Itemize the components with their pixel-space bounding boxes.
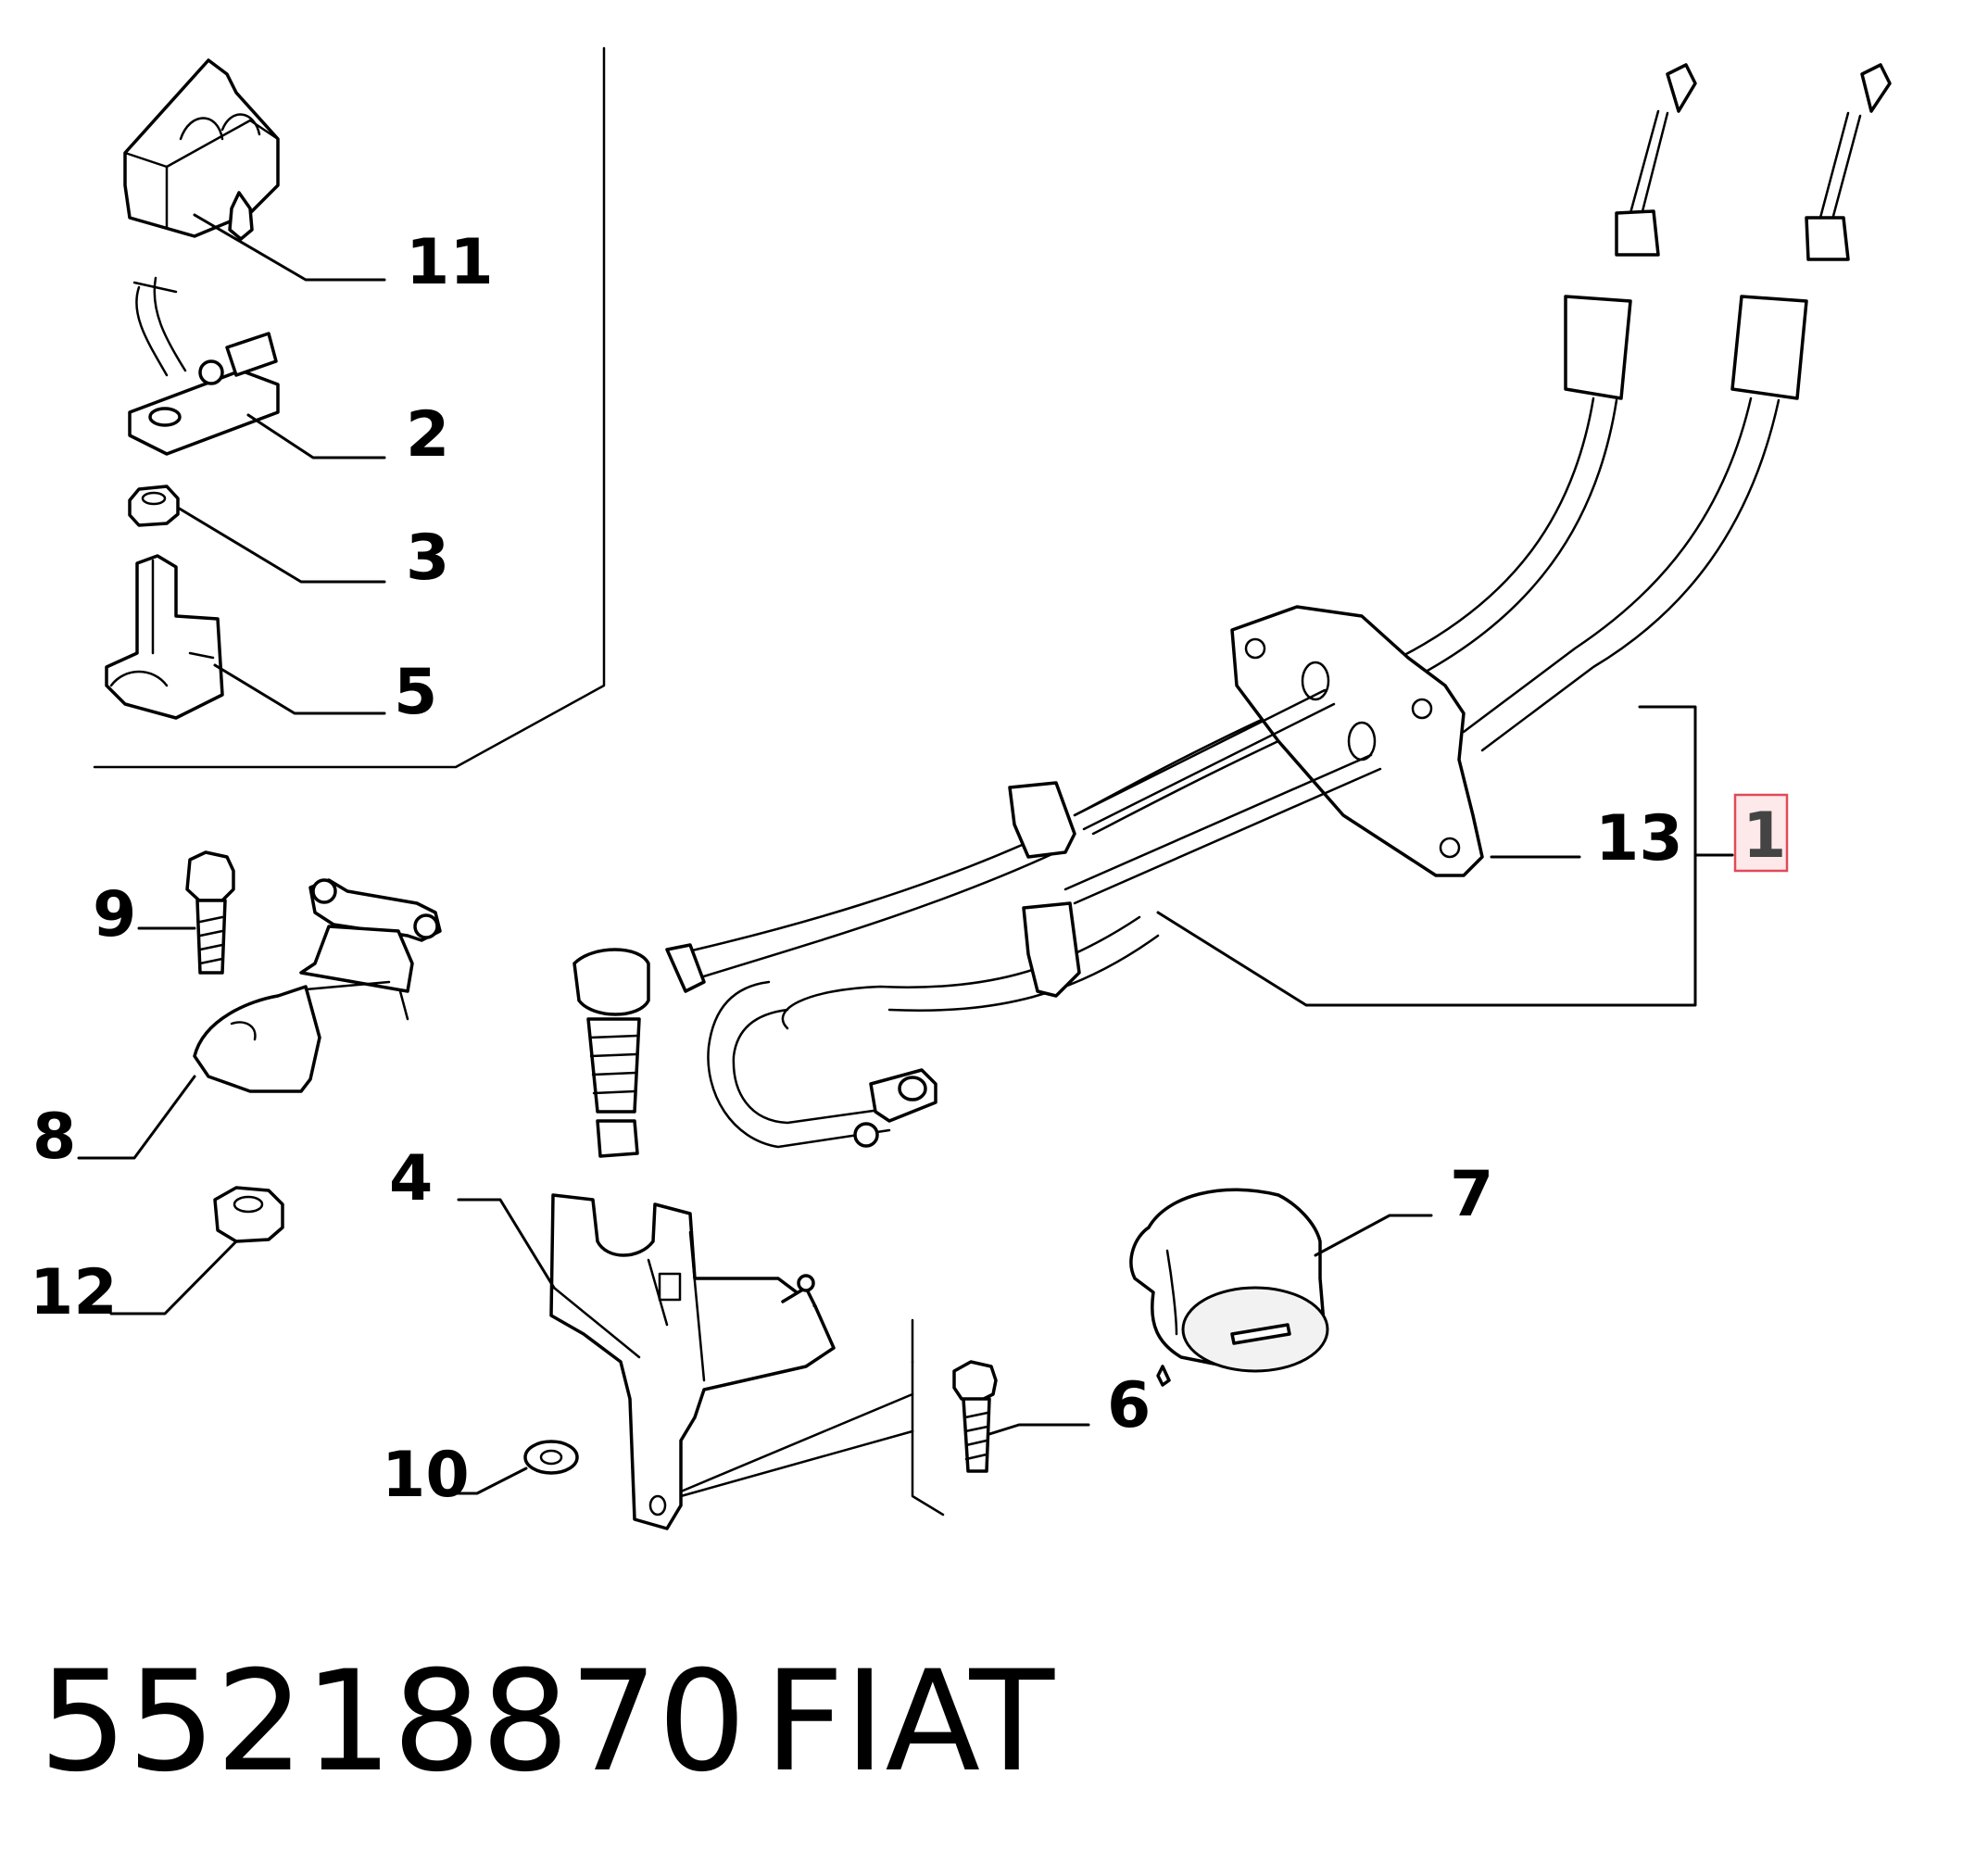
part-4-bracket xyxy=(549,1193,836,1530)
leader-5 xyxy=(213,663,386,715)
callout-3: 3 xyxy=(406,522,449,595)
leader-2 xyxy=(246,413,386,459)
part-9-bolt xyxy=(185,850,235,975)
callout-13: 13 xyxy=(1595,802,1683,875)
callout-2: 2 xyxy=(406,398,449,472)
leader-7 xyxy=(1314,1214,1433,1257)
part-5-holder xyxy=(105,554,224,720)
callout-9: 9 xyxy=(93,878,136,951)
leader-3 xyxy=(176,506,386,584)
callout-11: 11 xyxy=(406,226,494,299)
part-12-nut xyxy=(213,1186,284,1243)
part-6-bolt xyxy=(952,1360,998,1473)
leader-6 xyxy=(988,1423,1090,1436)
leader-11 xyxy=(193,213,386,282)
caption-brand: FIAT xyxy=(764,1642,1055,1803)
part-8-lever xyxy=(193,878,442,1093)
leader-10 xyxy=(447,1466,528,1495)
leader-4 xyxy=(457,1198,556,1290)
callout-8: 8 xyxy=(32,1101,76,1174)
part-1-cable-assembly xyxy=(572,63,1892,1158)
callout-7: 7 xyxy=(1450,1158,1493,1231)
part-3-nut xyxy=(128,485,180,527)
leader-8 xyxy=(77,1075,196,1160)
leader-6-bracket xyxy=(911,1318,945,1517)
leader-cable xyxy=(1156,705,1697,1007)
part-10-washer xyxy=(523,1440,579,1475)
part-2-bracket xyxy=(128,276,280,456)
inset-frame xyxy=(93,46,606,769)
callout-4: 4 xyxy=(389,1142,433,1215)
leader-12 xyxy=(109,1240,238,1315)
caption-part-number: 55218870 xyxy=(39,1642,746,1803)
callout-6: 6 xyxy=(1107,1369,1151,1442)
part-7-cover xyxy=(1129,1188,1329,1387)
leader-6-to-part4-a xyxy=(679,1392,914,1493)
callout-1: 1 xyxy=(1743,799,1786,873)
part-11-clip xyxy=(123,58,280,241)
leader-6-to-part4-b xyxy=(679,1429,914,1498)
callout-10: 10 xyxy=(382,1439,470,1512)
callout-5: 5 xyxy=(394,656,437,729)
callout-12: 12 xyxy=(30,1256,118,1329)
highlight-box-1 xyxy=(1733,793,1789,873)
